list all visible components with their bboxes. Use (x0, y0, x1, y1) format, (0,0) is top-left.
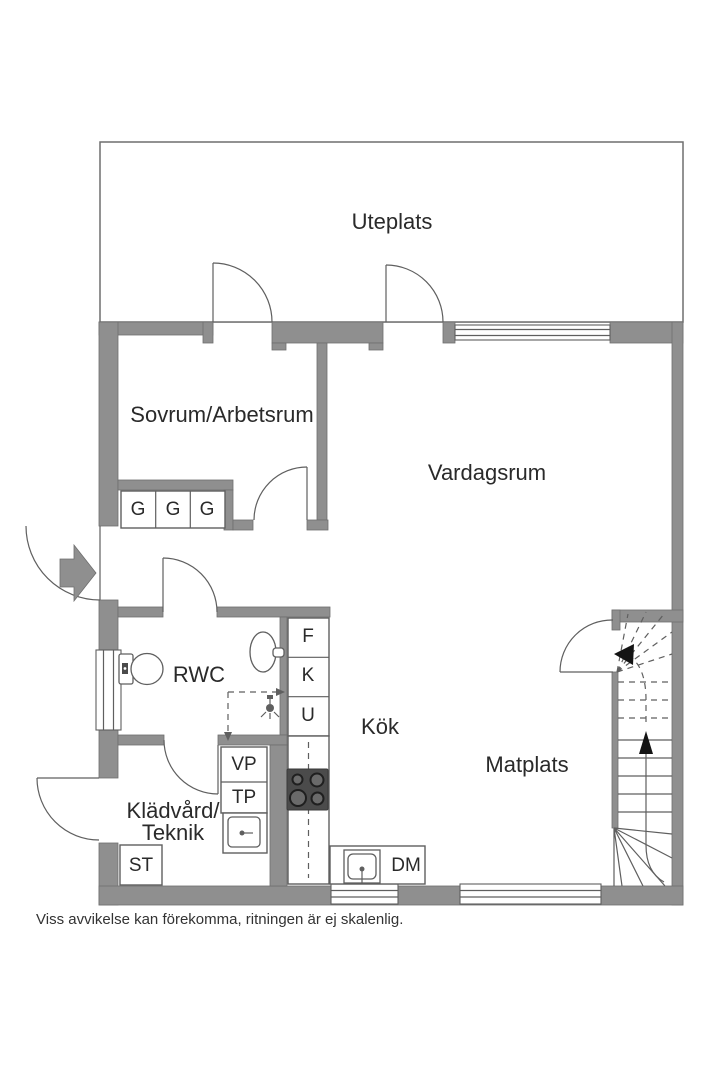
patio-door-left (212, 262, 273, 323)
rwc-door (162, 557, 218, 613)
dishwasher-label: DM (391, 855, 421, 876)
laundry-units (220, 746, 268, 814)
window-bottom-right (459, 883, 602, 905)
bedroom-door (253, 466, 308, 521)
room-label-kok: Kök (361, 714, 399, 739)
kitchen-sink-icon (343, 849, 381, 884)
oven-label: U (301, 705, 315, 726)
freezer-label: K (301, 665, 315, 686)
window-top (454, 324, 611, 341)
room-label-sovrum: Sovrum/Arbetsrum (130, 402, 314, 427)
room-label-matplats: Matplats (485, 752, 569, 777)
fridge-label: F (302, 626, 314, 647)
room-label-vardagsrum: Vardagsrum (427, 460, 547, 485)
laundry-sink-icon (222, 812, 268, 854)
wardrobe-label-3: G (199, 499, 215, 520)
cleaning-closet-label: ST (128, 855, 154, 876)
wardrobe-label-2: G (165, 499, 181, 520)
laundry-door (163, 739, 219, 795)
toilet-icon (118, 652, 164, 686)
interior-walls (117, 342, 684, 887)
dryer-label: TP (231, 787, 257, 808)
entrance-arrow-icon (59, 543, 97, 603)
cleaning-closet-box (119, 844, 163, 886)
window-bottom-left (330, 883, 399, 905)
shower-icon (224, 688, 285, 741)
patio-door-right (385, 264, 444, 323)
room-label-uteplats: Uteplats (351, 209, 433, 234)
room-label-kladvard-line2: Teknik (141, 820, 205, 845)
heatpump-label: VP (231, 754, 257, 775)
disclaimer-text: Viss avvikelse kan förekomma, ritningen … (36, 911, 404, 928)
window-rwc (95, 649, 122, 731)
staircase (613, 611, 673, 887)
sink-icon (249, 631, 285, 673)
laundry-exterior-door (36, 777, 100, 841)
entrance-door (25, 525, 101, 601)
kitchen-tall-units (287, 617, 330, 737)
room-label-rwc: RWC (172, 662, 226, 687)
room-label-kladvard-line1: Klädvård/ (126, 798, 220, 823)
room-label-kladvard: Klädvård/ Teknik (127, 800, 220, 844)
wardrobe-label-1: G (130, 499, 146, 520)
stair-door (559, 619, 614, 673)
stove-icon (286, 768, 329, 811)
wardrobe-units (120, 490, 226, 529)
